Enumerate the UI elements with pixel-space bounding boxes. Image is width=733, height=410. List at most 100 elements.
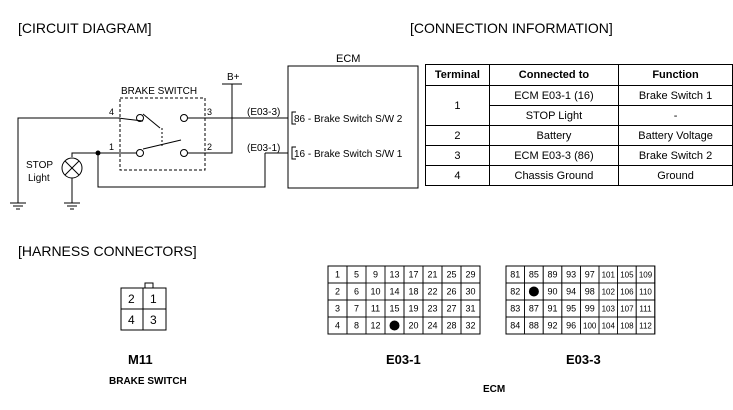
- ecm-title: ECM: [336, 53, 360, 65]
- connector-pin-label: 31: [465, 304, 475, 314]
- connector-pin-cell: [460, 316, 481, 335]
- pin3-label: 3: [207, 107, 212, 117]
- ecm-box: [287, 65, 419, 189]
- cell-function: Ground: [618, 165, 733, 186]
- connector-pin-cell: [635, 316, 656, 335]
- connector-pin-label: 26: [446, 287, 456, 297]
- cell-terminal: 4: [425, 165, 490, 186]
- connector-pin-label: 88: [529, 321, 539, 331]
- brake-switch-box: [119, 97, 206, 171]
- harness-connectors-header: [HARNESS CONNECTORS]: [18, 243, 197, 259]
- connector-pin-label: 92: [547, 321, 557, 331]
- table-row: 4 Chassis Ground Ground: [425, 165, 733, 186]
- cell-function: Brake Switch 1: [618, 85, 733, 106]
- pin4-label: 4: [109, 107, 114, 117]
- m11-latch: [144, 282, 154, 289]
- cell-connected-to: Battery: [488, 125, 620, 146]
- e033-connector: 8185899397101105109828690949810210611083…: [505, 265, 656, 335]
- table-header-row: Terminal Connected to Function: [425, 64, 733, 86]
- connector-pin-label: 23: [427, 304, 437, 314]
- used-pin-marker: [528, 286, 539, 297]
- connector-pin-label: 8: [354, 321, 359, 331]
- m11-title: M11: [128, 352, 153, 367]
- connector-pin-label: 27: [446, 304, 456, 314]
- connector-pin-label: 7: [354, 304, 359, 314]
- connector-pin-label: 17: [408, 270, 418, 280]
- connector-pin-label: 22: [427, 287, 437, 297]
- circuit-diagram-header: [CIRCUIT DIAGRAM]: [18, 20, 152, 36]
- junction-dot: [95, 150, 101, 156]
- ecm-16-connector: [291, 146, 296, 160]
- e033-title: E03-3: [566, 352, 601, 367]
- conn-e033-label: (E03-3): [247, 107, 280, 118]
- stop-light-label-1: STOP: [26, 160, 53, 171]
- connector-pin-label: 112: [639, 322, 652, 331]
- connector-pin-label: 9: [373, 270, 378, 280]
- connector-pin-label: 30: [465, 287, 475, 297]
- contact-pin3: [180, 114, 188, 122]
- cell-connected-to: Chassis Ground: [488, 165, 620, 186]
- e031-title: E03-1: [386, 352, 421, 367]
- cell-connected-to: ECM E03-1 (16): [488, 85, 620, 106]
- pin1-ecm-loop-wire: [97, 153, 266, 188]
- pin1-label: 1: [109, 142, 114, 152]
- pin1-stoplight-wire: [71, 152, 120, 157]
- cell-terminal: 3: [425, 145, 490, 166]
- connector-pin-label: 11: [371, 304, 380, 314]
- connector-pin-label: 98: [585, 287, 595, 297]
- used-pin-marker: [389, 320, 400, 331]
- connector-pin-label: 25: [446, 270, 456, 280]
- connector-pin-label: 105: [620, 271, 634, 280]
- m11-pin: 4: [128, 313, 135, 327]
- connector-pin-label: 20: [408, 321, 418, 331]
- conn-e031-label: (E03-1): [247, 143, 280, 154]
- cell-terminal: 1: [425, 85, 490, 126]
- connector-pin-label: 95: [566, 304, 576, 314]
- connector-pin-label: 6: [354, 287, 359, 297]
- connector-pin-label: 82: [510, 287, 520, 297]
- ecm-harness-label: ECM: [483, 384, 506, 395]
- table-row: 1 ECM E03-1 (16) Brake Switch 1: [425, 85, 733, 126]
- connector-pin-label: 81: [510, 270, 520, 280]
- pin4-ground-wire: [17, 117, 120, 203]
- th-connected-to: Connected to: [488, 64, 620, 86]
- connector-pin-label: 10: [370, 287, 380, 297]
- ecm-86-connector: [291, 111, 296, 125]
- connector-pin-label: 83: [510, 304, 520, 314]
- connector-pin-label: 85: [529, 270, 539, 280]
- th-function: Function: [618, 64, 733, 86]
- connector-pin-label: 99: [585, 304, 595, 314]
- connector-pin-label: 28: [446, 321, 456, 331]
- table-row: 3 ECM E03-3 (86) Brake Switch 2: [425, 145, 733, 166]
- connector-pin-label: 87: [529, 304, 539, 314]
- connection-table: Terminal Connected to Function 1 ECM E03…: [425, 64, 733, 186]
- ecm-pin16-label: 16 - Brake Switch S/W 1: [294, 149, 403, 160]
- connector-pin-label: 18: [408, 287, 418, 297]
- cell-connected-to: ECM E03-3 (86): [488, 145, 620, 166]
- m11-pin: 1: [150, 292, 157, 306]
- connector-pin-label: 107: [620, 305, 634, 314]
- connector-pin-label: 103: [602, 305, 616, 314]
- m11-subtitle: BRAKE SWITCH: [109, 376, 187, 387]
- connector-pin-label: 89: [547, 270, 557, 280]
- contact-pin1: [136, 149, 144, 157]
- connector-pin-label: 94: [566, 287, 576, 297]
- stop-light-label-2: Light: [28, 173, 50, 184]
- table-row: 2 Battery Battery Voltage: [425, 125, 733, 146]
- cell-terminal: 2: [425, 125, 490, 146]
- connector-pin-label: 15: [389, 304, 399, 314]
- connector-pin-label: 90: [547, 287, 557, 297]
- connector-pin-label: 106: [620, 288, 634, 297]
- connector-pin-label: 111: [639, 305, 652, 314]
- connector-pin-label: 4: [335, 321, 340, 331]
- connector-pin-label: 109: [639, 271, 653, 280]
- ground-symbol-left-icon: [10, 202, 26, 210]
- contact-pin2: [180, 149, 188, 157]
- connector-pin-label: 32: [465, 321, 475, 331]
- connector-pin-label: 91: [547, 304, 557, 314]
- pin2-label: 2: [207, 142, 212, 152]
- connector-pin-label: 108: [620, 322, 634, 331]
- connector-pin-label: 93: [566, 270, 576, 280]
